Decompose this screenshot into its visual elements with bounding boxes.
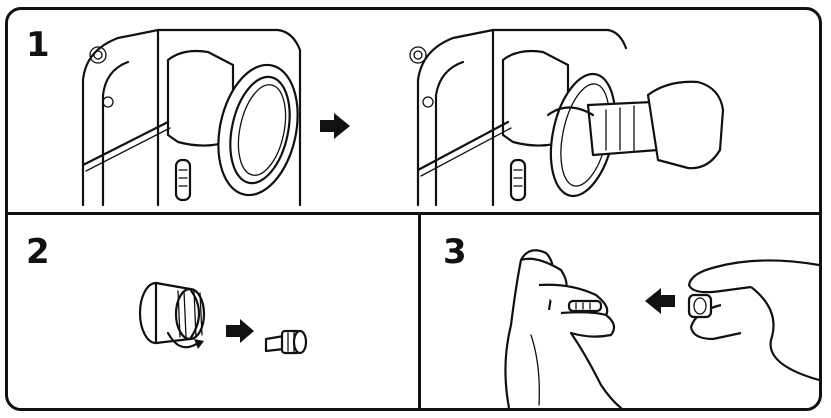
arrow-right-icon [320, 113, 350, 139]
hands-illustration [504, 249, 819, 408]
right-hand [687, 259, 819, 382]
step-number: 2 [26, 232, 50, 272]
panel-step-1: 1 [8, 10, 819, 212]
horizontal-divider [8, 212, 819, 215]
step-number: 3 [443, 232, 467, 272]
arrow-left-icon [645, 288, 675, 314]
step-number: 1 [26, 25, 50, 65]
instruction-diagram: 1 [5, 7, 822, 411]
camera-lens-illustration [81, 28, 725, 207]
camera-body-left [81, 28, 302, 207]
camera-body-right [409, 28, 725, 207]
lens-cap-removal-illustration [138, 281, 308, 355]
arrow-right-icon [226, 319, 254, 343]
vertical-divider [418, 213, 421, 408]
left-hand [504, 249, 623, 408]
lens-cap-small [264, 329, 308, 355]
panel-step-3: 3 [421, 215, 819, 408]
lens-ring [138, 281, 206, 349]
panel-step-2: 2 [8, 215, 418, 408]
